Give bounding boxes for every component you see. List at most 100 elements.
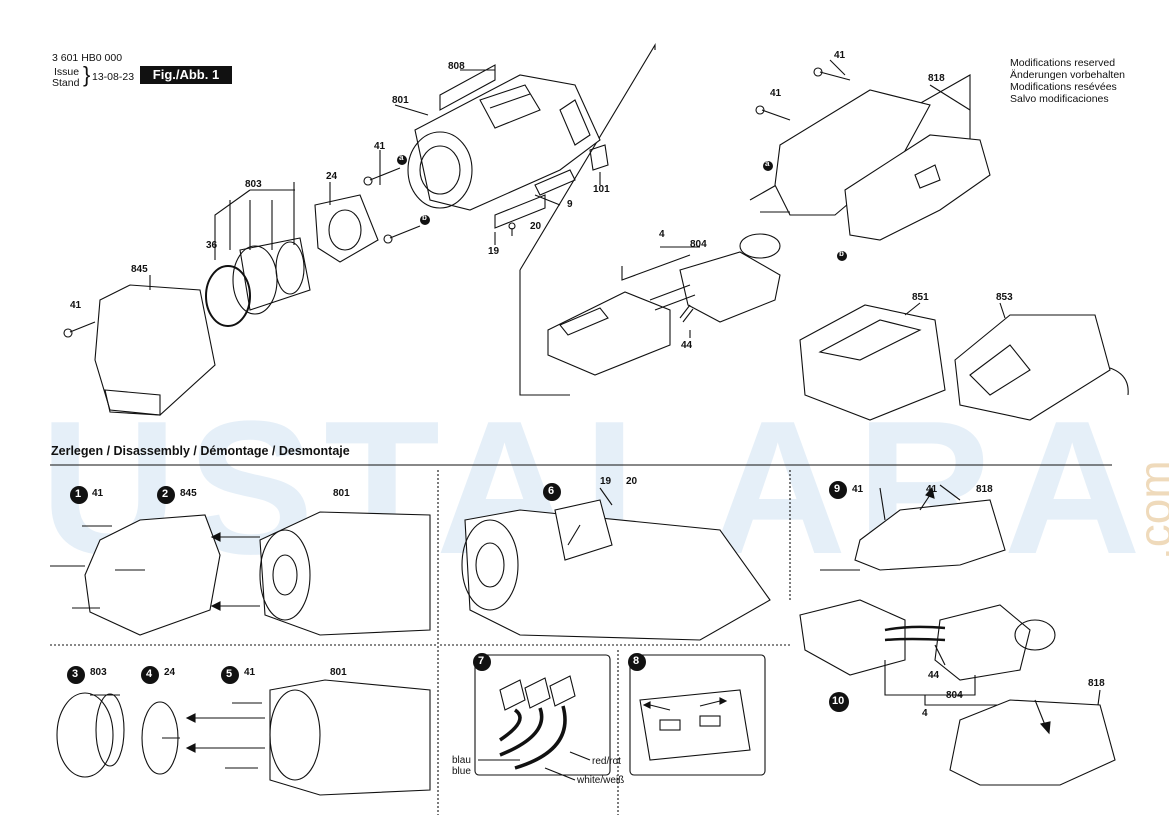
step-1-number: 1	[75, 488, 82, 500]
spring-44	[679, 304, 694, 323]
step-9-label-818: 818	[976, 484, 993, 495]
letter-a-marker-2	[763, 161, 773, 171]
mod-line-2: Änderungen vorbehalten	[1010, 69, 1126, 81]
screw-41-housing-a	[363, 167, 401, 186]
callout-41-head: 41	[70, 300, 82, 311]
step-markers	[67, 155, 849, 712]
wire-label-red: red/rot	[592, 756, 621, 767]
callout-4: 4	[659, 229, 665, 240]
label-9	[534, 169, 576, 196]
letter-b-1: b	[422, 213, 427, 222]
step-2-label-801: 801	[333, 488, 350, 499]
screw-41-cover-a	[813, 67, 851, 81]
step-9-art	[820, 484, 1006, 571]
section-title: Zerlegen / Disassembly / Démontage / Des…	[51, 444, 350, 458]
issue-label: Issue	[54, 66, 80, 78]
step-6-label-20: 20	[626, 476, 638, 487]
step-5-label-41: 41	[244, 667, 256, 678]
step-8-marker	[628, 653, 646, 671]
step-10-number: 10	[832, 695, 845, 707]
step-4-number: 4	[146, 668, 153, 680]
step-9-label-41-b: 41	[926, 484, 938, 495]
step-6-marker	[543, 483, 561, 501]
screw-41-head	[63, 321, 96, 338]
step-5-marker	[221, 666, 239, 684]
wire-label-blue: blau blue	[452, 755, 471, 777]
step-1-2-art	[50, 511, 431, 636]
o-ring-36	[205, 265, 251, 327]
letter-a-2: a	[765, 159, 770, 168]
screw-41-housing-b	[383, 225, 421, 244]
callout-818: 818	[928, 73, 945, 84]
issue-date: 13-08-23	[92, 71, 135, 83]
motor-803	[232, 237, 311, 315]
step-9-label-41-a: 41	[852, 484, 864, 495]
letter-b-marker-1	[420, 215, 430, 225]
step-9-marker	[829, 481, 847, 499]
callout-44: 44	[681, 340, 693, 351]
step-2-number: 2	[162, 488, 169, 500]
callout-845: 845	[131, 264, 148, 275]
step-7-art	[474, 654, 611, 781]
mod-line-4: Salvo modificaciones	[1010, 93, 1109, 105]
step-7-marker	[473, 653, 491, 671]
figure-label: Fig./Abb. 1	[140, 66, 232, 84]
frame-housing	[519, 43, 656, 271]
step-5-label-801: 801	[330, 667, 347, 678]
mod-line-3: Modifications resévées	[1010, 81, 1117, 93]
step-6-number: 6	[548, 485, 555, 497]
wire-label-white: white/weiß	[577, 775, 625, 786]
callout-20: 20	[530, 221, 542, 232]
stand-label: Stand	[52, 77, 80, 89]
callout-9: 9	[567, 199, 573, 210]
step-3-marker	[67, 666, 85, 684]
frame-switch	[519, 270, 570, 396]
plate-19	[494, 194, 546, 229]
callout-808: 808	[448, 61, 465, 72]
step-1-label-41: 41	[92, 488, 104, 499]
step-10-label-818: 818	[1088, 678, 1105, 689]
switch-module-4	[547, 233, 781, 376]
step-10-label-804: 804	[946, 690, 963, 701]
step-8-art	[629, 654, 766, 776]
step-10-marker	[829, 692, 849, 712]
mod-line-1: Modifications reserved	[1010, 57, 1116, 69]
step-7-number: 7	[478, 655, 485, 667]
step-6-art	[461, 487, 771, 641]
step-3-label-803: 803	[90, 667, 107, 678]
callout-19: 19	[488, 246, 500, 257]
step-10-label-44: 44	[928, 670, 940, 681]
step-9-number: 9	[834, 483, 841, 495]
step-4-label-24: 24	[164, 667, 176, 678]
step-10-art	[799, 599, 1116, 786]
brace-glyph: }	[83, 62, 91, 87]
callout-24: 24	[326, 171, 338, 182]
charger-853	[954, 314, 1129, 421]
step-1-marker	[70, 486, 88, 504]
step-4-marker	[141, 666, 159, 684]
housing-801	[407, 74, 601, 211]
step-3-4-5-art	[56, 679, 431, 796]
battery-851	[799, 304, 946, 421]
callout-36: 36	[206, 240, 218, 251]
step-2-label-845: 845	[180, 488, 197, 499]
gear-head-845	[94, 284, 216, 416]
callout-853: 853	[996, 292, 1013, 303]
callout-101: 101	[593, 184, 610, 195]
label-808	[439, 64, 496, 111]
step-5-number: 5	[226, 668, 233, 680]
callout-41-cover-a: 41	[834, 50, 846, 61]
step-10-label-4: 4	[922, 708, 928, 719]
screw-41-cover-b	[755, 105, 791, 121]
step-2-marker	[157, 486, 175, 504]
callout-803: 803	[245, 179, 262, 190]
label-101	[589, 144, 609, 171]
letter-b-marker-2	[837, 251, 847, 261]
callout-41-cover-b: 41	[770, 88, 782, 99]
bearing-plate-24	[314, 194, 379, 263]
step-3-number: 3	[72, 668, 79, 680]
callout-801: 801	[392, 95, 409, 106]
step-8-number: 8	[633, 655, 640, 667]
